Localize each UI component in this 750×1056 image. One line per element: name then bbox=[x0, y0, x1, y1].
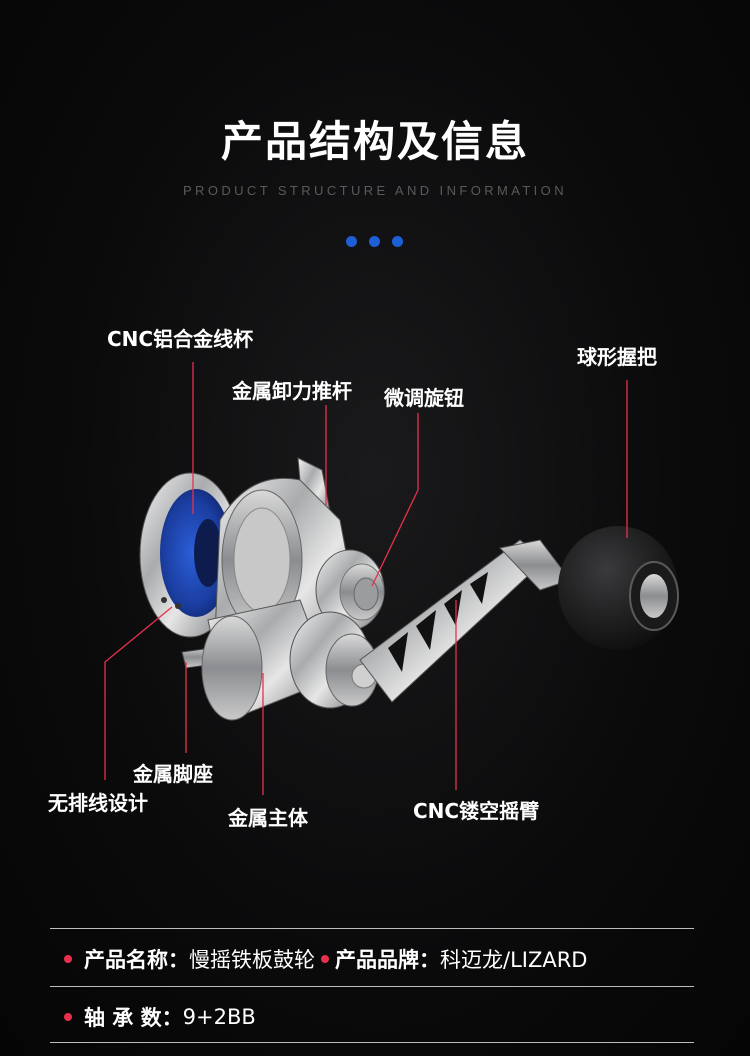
bullet-icon bbox=[64, 955, 72, 963]
callout-spool: CNC铝合金线杯 bbox=[107, 327, 254, 351]
callout-ball-handle: 球形握把 bbox=[577, 345, 657, 369]
callout-fine-knob: 微调旋钮 bbox=[384, 386, 464, 410]
divider-middle bbox=[50, 986, 694, 987]
callout-lines bbox=[104, 362, 628, 795]
divider-top bbox=[50, 928, 694, 929]
callout-no-levelwind: 无排线设计 bbox=[48, 791, 148, 815]
info-row-bearings: 轴 承 数： 9+2BB bbox=[64, 1002, 256, 1032]
reel-illustration bbox=[104, 362, 679, 795]
callout-foot: 金属脚座 bbox=[133, 762, 213, 786]
bearing-value: 9+2BB bbox=[182, 1005, 256, 1029]
bullet-icon bbox=[64, 1013, 72, 1021]
callout-arm: CNC镂空摇臂 bbox=[413, 799, 540, 823]
page-title: 产品结构及信息 bbox=[220, 117, 529, 166]
callout-body: 金属主体 bbox=[228, 806, 308, 830]
no-levelwind-callout-line bbox=[104, 606, 173, 780]
divider-bottom bbox=[50, 1042, 694, 1043]
page-subtitle: PRODUCT STRUCTURE AND INFORMATION bbox=[182, 183, 567, 198]
reel-body bbox=[139, 457, 679, 721]
brand-value: 科迈龙/LIZARD bbox=[440, 948, 588, 972]
bearing-label: 轴 承 数： bbox=[84, 1006, 183, 1030]
bullet-icon bbox=[321, 955, 329, 963]
brand-label: 产品品牌： bbox=[335, 948, 440, 972]
dot-1 bbox=[346, 236, 357, 247]
dot-3 bbox=[392, 236, 403, 247]
name-value: 慢摇铁板鼓轮 bbox=[189, 948, 315, 972]
callout-drag-lever: 金属卸力推杆 bbox=[232, 379, 352, 403]
dot-2 bbox=[369, 236, 380, 247]
decorative-dots bbox=[346, 236, 404, 248]
name-label: 产品名称： bbox=[84, 948, 189, 972]
info-row-name-brand: 产品名称： 慢摇铁板鼓轮 产品品牌： 科迈龙/LIZARD bbox=[64, 944, 587, 974]
fine-knob-callout-line bbox=[371, 413, 419, 587]
